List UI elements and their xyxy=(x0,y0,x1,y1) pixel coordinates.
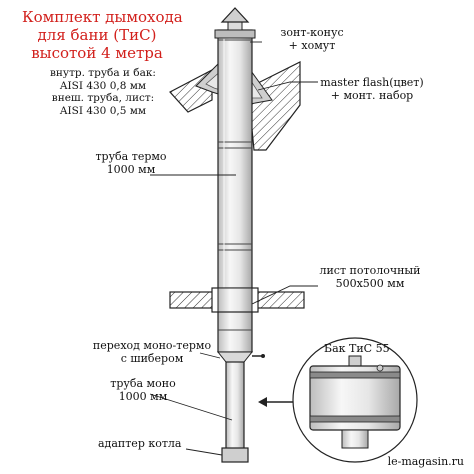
transition-label-line-1: переход моно-термо xyxy=(92,339,212,352)
title-line-3: высотой 4 метра xyxy=(31,44,163,62)
master-flash-label-line-2: + монт. набор xyxy=(330,89,414,102)
ceiling-sheet-label-line-1: лист потолочный xyxy=(319,264,421,277)
roof-right xyxy=(247,61,301,151)
cone-cap-label-line-2: + хомут xyxy=(288,39,336,52)
tank-label: Бак ТиС 55 xyxy=(324,342,390,355)
master-flash-label: master flash(цвет) + монт. набор xyxy=(312,76,432,102)
tank-inset xyxy=(292,337,418,463)
cone-cap-label: зонт-конус + хомут xyxy=(262,26,362,52)
pipe-mono-label-line-1: труба моно xyxy=(110,377,176,390)
transition-label-line-2: с шибером xyxy=(120,352,184,365)
ceiling-sheet-label-line-2: 500x500 мм xyxy=(335,277,405,290)
ceiling-slab xyxy=(169,287,305,313)
material-specs: внутр. труба и бак: AISI 430 0,8 мм внеш… xyxy=(48,67,158,117)
spec-line-1: внутр. труба и бак: xyxy=(50,67,156,79)
pipe-thermo-label-line-1: труба термо xyxy=(95,150,167,163)
pipe-mono-label: труба моно 1000 мм xyxy=(88,377,198,403)
pipe-thermo-upper xyxy=(217,29,253,301)
cone-cap-label-line-1: зонт-конус xyxy=(280,26,344,39)
master-flash-label-line-1: master flash(цвет) xyxy=(320,76,424,89)
spec-line-2: AISI 430 0,8 мм xyxy=(59,79,147,92)
leader-lines xyxy=(149,41,318,456)
transition-label: переход моно-термо с шибером xyxy=(92,339,212,365)
spec-line-3: внеш. труба, лист: xyxy=(51,92,155,104)
boiler-adapter xyxy=(221,447,249,463)
spec-line-4: AISI 430 0,5 мм xyxy=(59,104,147,117)
boiler-adapter-label: адаптер котла xyxy=(98,437,182,450)
ceiling-sheet-label: лист потолочный 500x500 мм xyxy=(310,264,430,290)
pipe-mono xyxy=(225,361,245,451)
diagram-title: Комплект дымохода для бани (ТиС) высотой… xyxy=(22,8,183,62)
title-line-1: Комплект дымохода xyxy=(22,8,183,26)
title-line-2: для бани (ТиС) xyxy=(37,26,157,44)
transition-damper xyxy=(216,351,265,363)
watermark: le-magasin.ru xyxy=(387,455,464,468)
pipe-mono-label-line-2: 1000 мм xyxy=(118,390,168,403)
pipe-thermo-lower xyxy=(217,311,253,353)
cone-cap xyxy=(214,7,256,39)
pipe-thermo-label: труба термо 1000 мм xyxy=(76,150,186,176)
pipe-thermo-label-line-2: 1000 мм xyxy=(106,163,156,176)
